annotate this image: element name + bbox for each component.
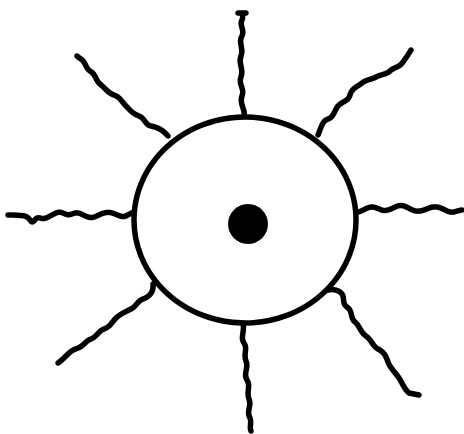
projection-top-right: [318, 50, 411, 135]
projection-bottom-left: [58, 284, 153, 363]
projection-bottom: [242, 324, 251, 431]
projection-top: [238, 13, 246, 117]
projection-right: [358, 205, 462, 212]
projection-bottom-right: [322, 290, 419, 395]
nucleus: [228, 204, 268, 244]
projection-left: [8, 212, 134, 222]
projection-top-left: [77, 56, 168, 136]
